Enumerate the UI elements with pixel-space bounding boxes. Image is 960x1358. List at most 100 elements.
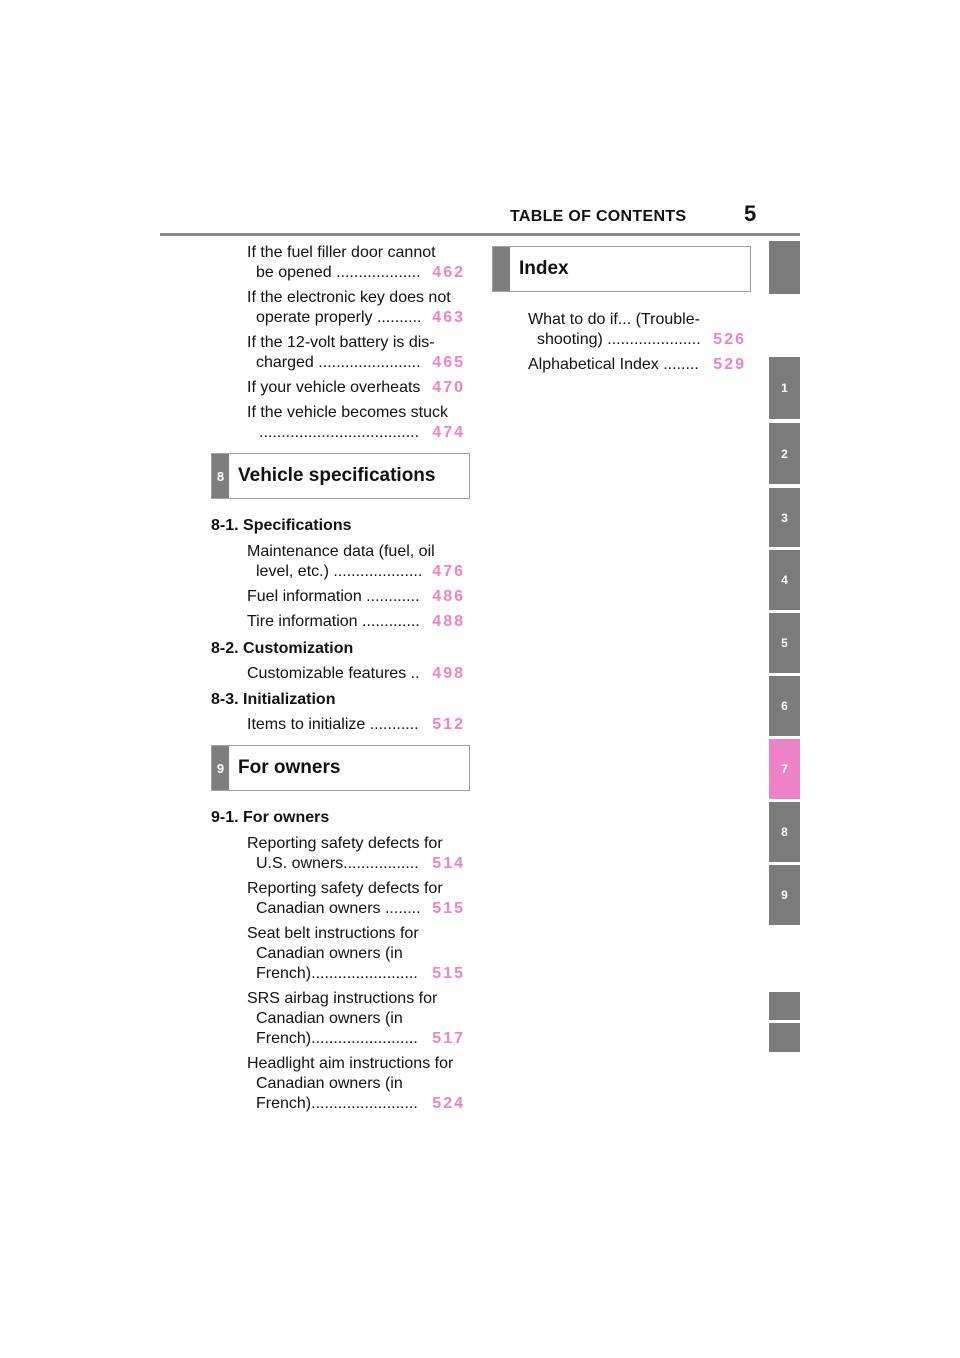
entry-text: If the vehicle becomes stuck <box>247 404 448 421</box>
page-link[interactable]: 529 <box>713 356 746 373</box>
entry-text: French) <box>256 1095 312 1112</box>
side-tab-7-active[interactable]: 7 <box>769 739 800 799</box>
page-link[interactable]: 526 <box>713 331 746 348</box>
side-tab-5[interactable]: 5 <box>769 613 800 673</box>
side-tab-blank-top <box>769 241 800 294</box>
leader-dots: ........................ <box>311 965 418 982</box>
toc-entry-troubleshooting[interactable]: What to do if... (Trouble- shooting) ...… <box>528 310 746 350</box>
leader-dots: ..................... <box>607 331 701 348</box>
leader-dots: ....................... <box>318 354 421 371</box>
entry-text: French) <box>256 965 312 982</box>
side-tab-8[interactable]: 8 <box>769 802 800 862</box>
entry-text: Canadian owners <box>256 900 381 917</box>
toc-entry-fuel-filler-door[interactable]: If the fuel filler door cannot be opened… <box>247 243 465 283</box>
entry-text: Items to initialize <box>247 716 366 733</box>
side-tab-2[interactable]: 2 <box>769 423 800 484</box>
section-title: Index <box>519 258 569 279</box>
entry-text: Canadian owners (in <box>256 1010 403 1027</box>
header-divider <box>160 233 800 236</box>
entry-text: If the 12-volt battery is dis- <box>247 334 435 351</box>
entry-text: Fuel information <box>247 588 362 605</box>
entry-text: Seat belt instructions for <box>247 925 419 942</box>
leader-dots: ............. <box>362 613 420 630</box>
entry-text: Alphabetical Index <box>528 356 659 373</box>
page-link[interactable]: 488 <box>432 613 465 630</box>
toc-entry-items-to-initialize[interactable]: Items to initialize ........... 512 <box>247 715 465 735</box>
entry-text: Canadian owners (in <box>256 1075 403 1092</box>
entry-text: Reporting safety defects for <box>247 835 443 852</box>
entry-text: charged <box>256 354 314 371</box>
page-link[interactable]: 486 <box>432 588 465 605</box>
section-title: For owners <box>238 757 341 778</box>
leader-dots: .. <box>410 665 420 682</box>
page-link[interactable]: 514 <box>432 855 465 872</box>
leader-dots: ........ <box>384 900 421 917</box>
toc-entry-headlight-aim-french[interactable]: Headlight aim instructions for Canadian … <box>247 1054 465 1114</box>
toc-entry-seat-belt-french[interactable]: Seat belt instructions for Canadian owne… <box>247 924 465 984</box>
entry-text: French) <box>256 1030 312 1047</box>
header-title: TABLE OF CONTENTS <box>510 208 687 225</box>
page-number: 5 <box>744 201 757 226</box>
toc-entry-srs-airbag-french[interactable]: SRS airbag instructions for Canadian own… <box>247 989 465 1049</box>
entry-text: If the fuel filler door cannot <box>247 244 436 261</box>
toc-entry-maintenance-data[interactable]: Maintenance data (fuel, oil level, etc.)… <box>247 542 465 582</box>
side-tab-1[interactable]: 1 <box>769 357 800 419</box>
side-tab-6[interactable]: 6 <box>769 676 800 736</box>
entry-text: level, etc.) <box>256 563 329 580</box>
side-tab-4[interactable]: 4 <box>769 550 800 610</box>
entry-text: Maintenance data (fuel, oil <box>247 543 435 560</box>
entry-text: U.S. owners <box>256 855 344 872</box>
subsection-9-1[interactable]: 9-1. For owners <box>211 809 330 826</box>
page-link[interactable]: 515 <box>432 965 465 982</box>
page-link[interactable]: 462 <box>432 264 465 281</box>
entry-text: Reporting safety defects for <box>247 880 443 897</box>
toc-entry-fuel-information[interactable]: Fuel information ............486 <box>247 587 465 607</box>
toc-entry-safety-defects-canada[interactable]: Reporting safety defects for Canadian ow… <box>247 879 465 919</box>
leader-dots: .......... <box>376 309 422 326</box>
entry-text: operate properly <box>256 309 373 326</box>
leader-dots: ........................ <box>311 1095 418 1112</box>
page-link[interactable]: 498 <box>432 665 465 682</box>
subsection-8-1[interactable]: 8-1. Specifications <box>211 517 352 534</box>
toc-entry-customizable-features[interactable]: Customizable features ..498 <box>247 664 465 684</box>
section-header-vehicle-specifications[interactable]: 8 Vehicle specifications <box>211 453 470 499</box>
leader-dots: ........ <box>663 356 699 373</box>
page-link[interactable]: 476 <box>432 563 465 580</box>
page-link[interactable]: 515 <box>432 900 465 917</box>
toc-entry-12v-battery[interactable]: If the 12-volt battery is dis- charged .… <box>247 333 465 373</box>
entry-text: Canadian owners (in <box>256 945 403 962</box>
toc-entry-electronic-key[interactable]: If the electronic key does not operate p… <box>247 288 465 328</box>
page-link[interactable]: 465 <box>432 354 465 371</box>
section-tab <box>493 247 510 291</box>
side-tab-blank-lower-2 <box>769 1023 800 1052</box>
page-link[interactable]: 463 <box>432 309 465 326</box>
section-header-index[interactable]: Index <box>492 246 751 292</box>
toc-entry-safety-defects-us[interactable]: Reporting safety defects for U.S. owners… <box>247 834 465 874</box>
page-link[interactable]: 470 <box>432 379 465 396</box>
leader-dots: ................... <box>336 264 421 281</box>
leader-dots: ........... <box>369 716 419 733</box>
leader-dots: .................... <box>333 563 423 580</box>
entry-text: Tire information <box>247 613 358 630</box>
section-title: Vehicle specifications <box>238 465 436 486</box>
page-link[interactable]: 512 <box>432 716 465 733</box>
page-link[interactable]: 517 <box>432 1030 465 1047</box>
toc-entry-vehicle-stuck[interactable]: If the vehicle becomes stuck ...........… <box>247 403 465 443</box>
side-tab-9[interactable]: 9 <box>769 865 800 925</box>
section-header-for-owners[interactable]: 9 For owners <box>211 745 470 791</box>
subsection-8-2[interactable]: 8-2. Customization <box>211 640 354 657</box>
entry-text: What to do if... (Trouble- <box>528 311 700 328</box>
toc-entry-alphabetical-index[interactable]: Alphabetical Index ........ 529 <box>528 355 746 375</box>
page-link[interactable]: 524 <box>432 1095 465 1112</box>
subsection-8-3[interactable]: 8-3. Initialization <box>211 691 336 708</box>
leader-dots: ........................ <box>311 1030 418 1047</box>
section-number-tab: 8 <box>212 454 229 498</box>
page-link[interactable]: 474 <box>432 424 465 441</box>
entry-text: be opened <box>256 264 332 281</box>
entry-text: If the electronic key does not <box>247 289 451 306</box>
entry-text: shooting) <box>537 331 603 348</box>
toc-entry-tire-information[interactable]: Tire information ............. 488 <box>247 612 465 632</box>
side-tab-3[interactable]: 3 <box>769 488 800 547</box>
entry-text: SRS airbag instructions for <box>247 990 438 1007</box>
